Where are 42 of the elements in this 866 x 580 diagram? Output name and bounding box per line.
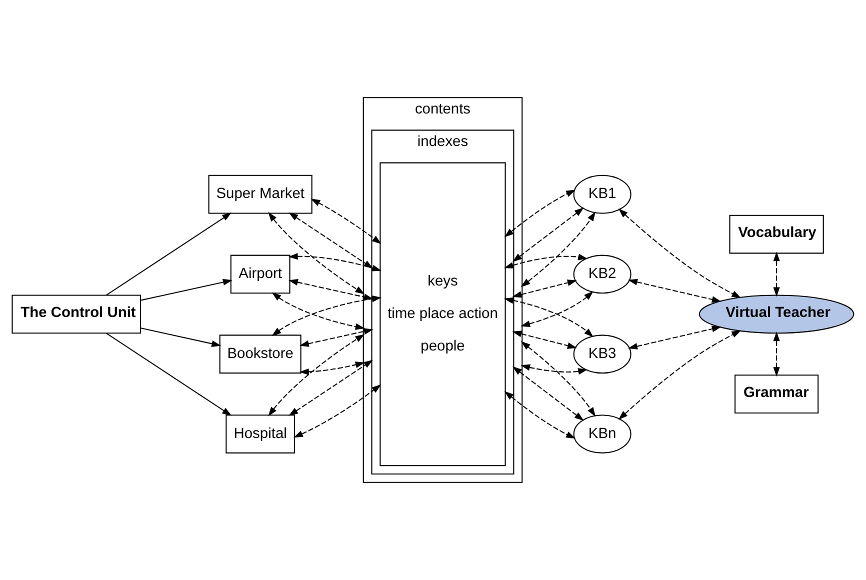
node-box: Airport — [230, 254, 290, 294]
arrow — [520, 364, 588, 375]
arrow — [773, 332, 780, 377]
node-box: Super Market — [208, 174, 312, 214]
node-box: Grammar — [734, 374, 819, 414]
node-box: Vocabulary — [729, 214, 824, 254]
arrow — [504, 190, 576, 238]
node-ellipse: KBn — [573, 414, 632, 454]
arrow — [504, 391, 576, 439]
arrow — [512, 366, 584, 421]
arrow — [299, 328, 374, 347]
arrow — [268, 212, 365, 294]
arrow — [773, 252, 780, 297]
node-box: The Control Unit — [12, 294, 142, 334]
arrow — [504, 297, 594, 338]
arrow — [520, 212, 596, 288]
arrow — [618, 208, 742, 298]
arrow — [272, 292, 365, 330]
arrow — [288, 360, 374, 416]
arrow — [520, 341, 596, 417]
node-ellipse: KB1 — [573, 174, 632, 214]
arrow — [628, 278, 722, 303]
arrow — [299, 362, 365, 376]
node-box: keys time place action people — [380, 162, 506, 466]
arrow — [512, 208, 584, 262]
arrow — [288, 253, 382, 272]
arrow — [618, 330, 742, 420]
arrow — [106, 212, 232, 296]
arrow — [512, 330, 577, 349]
arrow — [106, 332, 232, 416]
arrow — [140, 278, 232, 301]
arrow — [628, 326, 722, 350]
arrow — [504, 254, 588, 268]
arrow — [140, 328, 222, 347]
arrow — [512, 280, 577, 298]
arrow — [272, 296, 382, 336]
node-box: Bookstore — [219, 334, 302, 374]
node-box: Hospital — [226, 414, 296, 454]
arrow — [310, 198, 382, 244]
arrow — [293, 384, 382, 438]
arrow — [520, 291, 594, 328]
arrow — [268, 334, 365, 416]
